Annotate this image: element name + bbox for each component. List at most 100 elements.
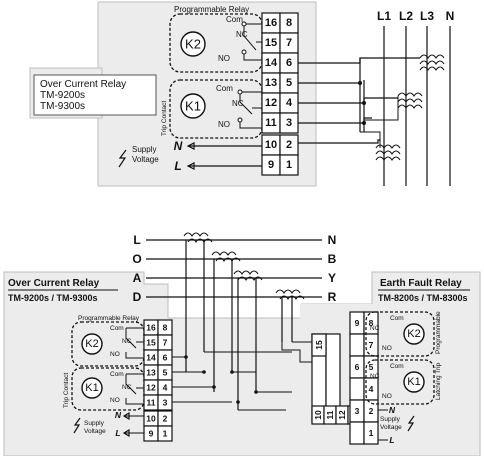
oc-supply-label-2: Voltage [84,428,106,435]
oc-supply-label-1: Supply [84,420,105,427]
top-supply-label-1: Supply [132,145,156,154]
oc-supply-n: N [115,410,122,420]
ef-terminal-block: 9 8 7 6 5 4 3 2 1 [349,311,379,445]
ef-terminal: 8 [369,318,374,328]
ef-title: Earth Fault Relay [380,278,462,289]
bus-label-left: A [133,271,142,285]
top-k1-nc: NC [232,99,244,108]
bus-label-right: N [328,233,337,247]
top-terminal: 8 [286,17,292,29]
oc-k2-contact-wires [125,327,144,359]
bus-label-left: L [133,233,140,247]
top-terminal: 5 [286,77,292,89]
top-k1-no: NO [218,120,230,129]
oc-terminal: 13 [146,368,156,378]
top-k1-com-node [237,89,243,95]
top-supply-l: L [174,159,181,173]
top-line-wires [383,26,451,186]
ct-terminal: 10 [313,410,323,420]
ef-k2-coil [403,323,425,345]
bottom-diagram: L O A D N B Y R Over Current Relay TM-92… [3,232,481,456]
top-relay-model-1: TM-9200s [40,90,85,101]
top-terminal: 6 [286,57,292,69]
ef-k2-com: Com [390,315,404,322]
top-line-label: L1 [377,9,391,23]
ct-terminal-top [311,333,327,357]
top-k2-com-node [241,21,247,27]
ef-k1-coil [403,371,425,393]
top-k2-coil [180,31,206,57]
top-terminal-block: 16 8 15 7 14 6 13 5 12 4 11 3 10 2 [261,12,299,176]
top-terminal: 12 [265,97,277,109]
ef-supply-lightning-icon [407,415,415,432]
oc-k2-com: Com [110,325,124,332]
oc-k1-com: Com [110,371,124,378]
oc-ct-wires [172,351,292,411]
oc-models: TM-9200s / TM-9300s [8,293,98,303]
ef-k1-com: Com [390,363,404,370]
top-terminal: 7 [286,37,292,49]
top-terminal: 15 [265,37,277,49]
top-supply-label-2: Voltage [132,155,159,164]
oc-terminal: 14 [146,353,156,363]
oc-terminal: 5 [163,368,168,378]
top-terminal: 4 [286,97,293,109]
top-ct-risers [359,58,365,132]
ef-k1-label: K1 [407,376,420,388]
oc-terminal: 1 [163,429,168,439]
top-line-label: L2 [399,9,413,23]
oc-k2-no: NO [110,351,120,358]
ef-k2-dashed-box [365,311,435,357]
top-ct-coil-l3 [419,54,445,71]
oc-terminal: 3 [163,398,168,408]
bus-label-right: Y [328,271,336,285]
bus-label-right: B [328,252,337,266]
ct-terminal: 12 [337,410,347,420]
top-k2-contact-wires [243,23,262,61]
oc-k2-label: K2 [85,338,98,350]
ef-supply-n: N [389,405,396,415]
ef-supply-label-1: Supply [380,416,401,423]
top-k1-coil [180,93,206,119]
oc-terminal: 11 [147,398,156,408]
oc-terminal: 6 [163,353,168,363]
ef-terminal: 7 [369,340,374,350]
ef-terminal: 4 [369,384,374,394]
bus-label-left: D [133,290,142,304]
top-relay-model-2: TM-9300s [40,101,85,112]
ef-k2-no: NO [382,345,392,352]
bus-ct-coil-l [183,232,213,243]
top-supply-arrows [186,142,195,170]
oc-terminal-block: 16 8 15 7 14 6 13 5 12 4 11 3 10 2 9 1 [143,319,173,442]
oc-terminal: 2 [163,414,168,424]
top-k2-nc: NC [236,30,248,39]
top-supply-lightning-icon [118,149,127,168]
top-relay-title: Over Current Relay [40,79,126,90]
bus-ct-drops [185,240,293,410]
top-trip-contact-label: Trip Contact [161,101,168,136]
oc-title: Over Current Relay [8,278,100,289]
oc-supply-arrows [122,411,130,438]
oc-terminal: 15 [146,338,156,348]
oc-terminal: 10 [146,414,156,424]
bus-ct-coil-d [275,289,305,300]
top-k1-contact-wires [239,91,262,129]
top-supply-n: N [174,139,183,153]
ef-terminal: 5 [369,362,374,372]
top-line-label: L3 [420,9,434,23]
oc-trip-contact-label: Trip Contact [63,373,70,408]
top-k1-label: K1 [185,99,201,114]
oc-terminal: 16 [146,323,156,333]
top-k1-no-node [237,117,243,123]
ef-k2-label: K2 [407,328,420,340]
oc-terminal: 4 [163,383,168,393]
ef-supply-l: L [389,435,394,445]
ef-k1-dashed-box [365,359,435,405]
oc-k1-nc: NC [122,384,132,391]
ef-supply-wires [378,409,388,441]
top-terminal: 14 [265,57,278,69]
oc-supply-lightning-icon [73,417,81,434]
ef-k2-nc: NC [370,325,380,332]
ef-k1-no: NO [382,393,392,400]
